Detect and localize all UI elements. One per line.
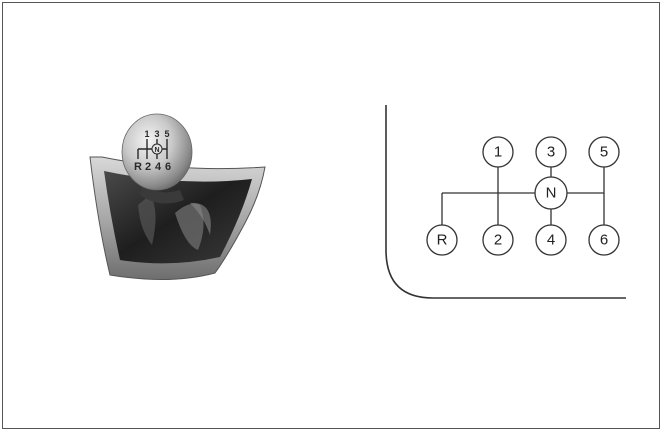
knob-gear-3: 3 <box>154 129 159 139</box>
gear-6-label: 6 <box>600 232 608 249</box>
knob-gear-r: R <box>134 161 142 173</box>
gear-5-label: 5 <box>600 144 608 161</box>
gear-4-label: 4 <box>547 232 555 249</box>
shift-pattern-diagram: 1 3 5 N R 2 4 6 <box>378 95 638 310</box>
shift-gate-lines <box>442 167 604 225</box>
knob-gear-4: 4 <box>155 161 162 173</box>
knob-gear-2: 2 <box>145 161 151 173</box>
gear-3-label: 3 <box>547 144 555 161</box>
neutral-label: N <box>546 185 557 202</box>
knob-gear-1: 1 <box>144 129 149 139</box>
knob-gear-5: 5 <box>164 129 169 139</box>
gear-knob-illustration: N 1 3 5 R 2 4 6 <box>80 105 280 290</box>
gear-2-label: 2 <box>494 232 502 249</box>
gear-r-label: R <box>437 232 448 249</box>
diagram-corner-frame <box>386 105 626 298</box>
gear-1-label: 1 <box>494 144 502 161</box>
knob-gear-6: 6 <box>165 161 171 173</box>
knob-neutral-label: N <box>154 147 159 154</box>
